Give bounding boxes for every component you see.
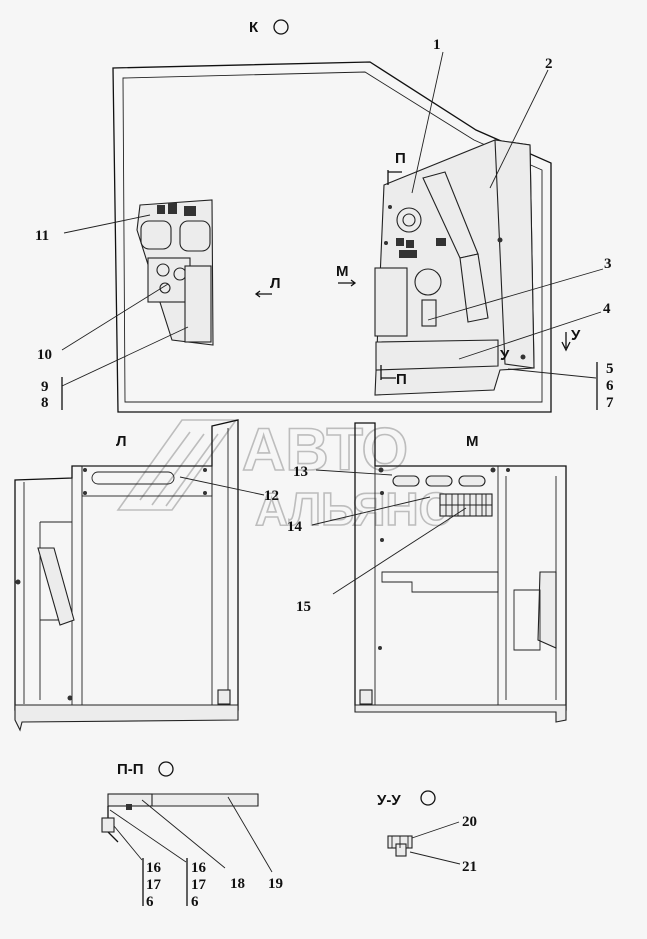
view-k-rotation-icon xyxy=(273,19,289,35)
view-l-arrow-label: Л xyxy=(270,275,281,292)
callout-19: 19 xyxy=(268,876,283,892)
callout-1: 1 xyxy=(433,37,441,53)
callout-7: 7 xyxy=(606,395,614,411)
view-m: М xyxy=(354,422,567,723)
callout-13: 13 xyxy=(293,464,308,480)
callout-5: 5 xyxy=(606,361,614,377)
stack-bars xyxy=(61,362,598,906)
callout-16b: 16 xyxy=(191,860,207,876)
callout-18: 18 xyxy=(230,876,245,892)
watermark-line2: АЛЬЯНС xyxy=(255,483,452,535)
view-m-arrow xyxy=(338,279,357,287)
right-console-panel xyxy=(374,139,535,396)
view-k-title: К xyxy=(249,19,259,36)
callout-labels: 1 2 3 4 5 6 7 9 8 10 11 12 13 14 15 16 1… xyxy=(35,37,614,910)
view-m-base-seal xyxy=(354,704,567,723)
view-l-title: Л xyxy=(116,433,127,450)
view-l-base-seal xyxy=(14,704,239,732)
callout-10: 10 xyxy=(37,347,52,363)
callout-20: 20 xyxy=(462,814,477,830)
callout-12: 12 xyxy=(264,488,279,504)
view-k-outer-frame xyxy=(112,61,552,413)
section-p-bottom-label: П xyxy=(396,371,407,388)
section-uu-rotation-icon xyxy=(420,790,436,806)
section-u-label: У xyxy=(571,327,581,344)
slot-12 xyxy=(91,471,175,485)
callout-11: 11 xyxy=(35,228,49,244)
callout-16a: 16 xyxy=(146,860,162,876)
section-p-top-mark xyxy=(387,170,402,185)
view-k: К xyxy=(112,19,581,413)
callout-15: 15 xyxy=(296,599,311,615)
view-m-title: М xyxy=(466,433,479,450)
view-m-arrow-label: М xyxy=(336,263,349,280)
view-k-inner-frame xyxy=(122,71,543,403)
watermark: АВТО АЛЬЯНС xyxy=(116,415,453,536)
callout-4: 4 xyxy=(603,301,611,317)
section-u-inner-label: У xyxy=(500,347,510,364)
callout-8: 8 xyxy=(41,395,49,411)
callout-6b: 6 xyxy=(191,894,199,910)
watermark-line1: АВТО xyxy=(242,416,408,483)
callout-2: 2 xyxy=(545,56,553,72)
callout-14: 14 xyxy=(287,519,303,535)
callout-3: 3 xyxy=(604,256,612,272)
grille-14 xyxy=(439,493,493,517)
section-p-top-label: П xyxy=(395,150,406,167)
callout-21: 21 xyxy=(462,859,477,875)
view-l-arrow xyxy=(254,290,272,298)
view-m-outline xyxy=(354,422,567,711)
watermark-logo xyxy=(116,419,238,511)
section-p-bottom-mark xyxy=(380,365,396,380)
left-console-panel xyxy=(136,199,214,346)
callout-6a: 6 xyxy=(146,894,154,910)
callout-6: 6 xyxy=(606,378,614,394)
callout-17a: 17 xyxy=(146,877,162,893)
section-pp-rotation-icon xyxy=(158,761,174,777)
callout-17b: 17 xyxy=(191,877,207,893)
lower-panel-4 xyxy=(375,339,499,371)
leader-lines xyxy=(61,51,604,873)
section-pp: П-П xyxy=(101,761,259,843)
section-uu: У-У xyxy=(377,790,436,857)
callout-9: 9 xyxy=(41,379,49,395)
section-uu-title: У-У xyxy=(377,792,401,809)
side-panel-2 xyxy=(494,139,535,369)
section-pp-title: П-П xyxy=(117,761,144,778)
view-l: Л xyxy=(14,419,239,732)
